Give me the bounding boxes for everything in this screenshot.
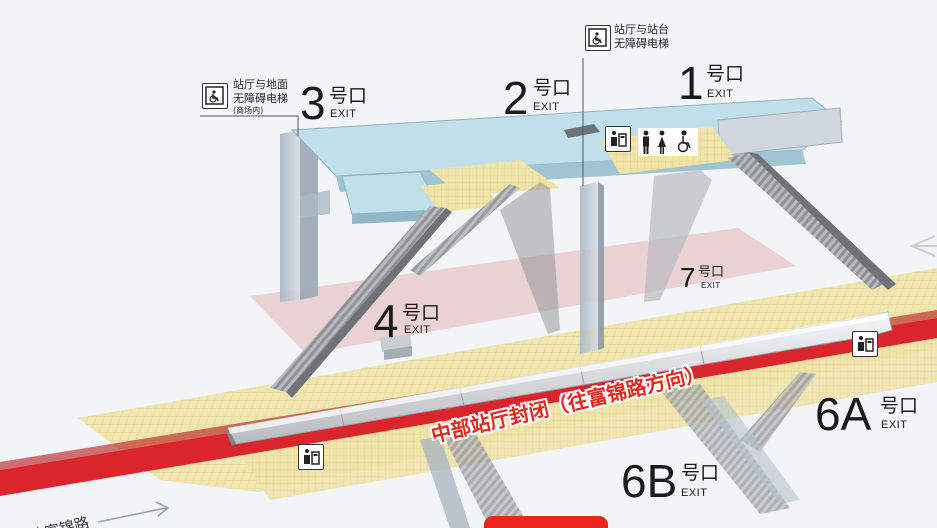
- exit-2-hao: 号口: [533, 77, 572, 99]
- exit-4-hao: 号口: [402, 302, 441, 324]
- exit-1-exit: EXIT: [707, 88, 734, 100]
- elevator-left-note: (商场内): [233, 106, 264, 115]
- ticket-machine-icon: [605, 126, 631, 152]
- lower-escalators: [420, 372, 816, 528]
- direction-arrow-right: [909, 235, 937, 257]
- elevator-left-line1: 站厅与地面: [233, 78, 288, 91]
- escalators: [270, 124, 896, 398]
- exit-6b-hao: 号口: [681, 462, 720, 484]
- exit-2-number: 2: [503, 72, 529, 124]
- exit-3-number: 3: [300, 77, 326, 129]
- exit-1-hao: 号口: [706, 63, 745, 85]
- exit-4-number: 4: [373, 295, 399, 347]
- elevator-top-label: 站厅与站台 无障碍电梯: [614, 23, 669, 51]
- elevator-top-line2: 无障碍电梯: [614, 37, 669, 50]
- exit-6b-number: 6B: [621, 455, 678, 507]
- bottom-red-tab[interactable]: [484, 516, 608, 528]
- exit-3-hao: 号口: [329, 85, 368, 107]
- toilet-male-icon: [643, 130, 649, 154]
- exit-6b-exit: EXIT: [681, 487, 708, 499]
- road-arrow: [97, 501, 170, 523]
- elevator-top-line1: 站厅与站台: [614, 23, 669, 36]
- exit-3-label: 3: [300, 80, 326, 126]
- station-hall: [290, 97, 843, 224]
- exit-7-exit: EXIT: [701, 281, 721, 290]
- accessible-elevator-icon: [585, 25, 611, 51]
- exit-6a-exit: EXIT: [881, 419, 908, 431]
- exit-6a-number: 6A: [815, 388, 872, 440]
- exit-3-exit: EXIT: [330, 108, 357, 120]
- toilet-icons: [638, 128, 698, 156]
- exit-6a-hao: 号口: [880, 395, 919, 417]
- ticket-machine-icon: [298, 444, 324, 470]
- exit-7-hao: 号口: [698, 265, 725, 280]
- exit-2-exit: EXIT: [533, 101, 560, 113]
- ticket-machine-icon: [852, 331, 878, 357]
- exit-4-exit: EXIT: [404, 324, 431, 336]
- exit-7-number: 7: [680, 262, 696, 293]
- elevator-left-label: 站厅与地面 无障碍电梯 (商场内): [233, 78, 288, 116]
- toilet-female-icon: [658, 130, 666, 154]
- pillar-left: [280, 130, 330, 302]
- elevator-left-line2: 无障碍电梯: [233, 92, 288, 105]
- accessible-elevator-icon: [202, 83, 228, 109]
- toilet-accessible-icon: [677, 130, 691, 153]
- callout-lines: [200, 58, 584, 186]
- train: [226, 311, 893, 446]
- pillar-center: [580, 182, 604, 354]
- exit-1-number: 1: [678, 57, 704, 109]
